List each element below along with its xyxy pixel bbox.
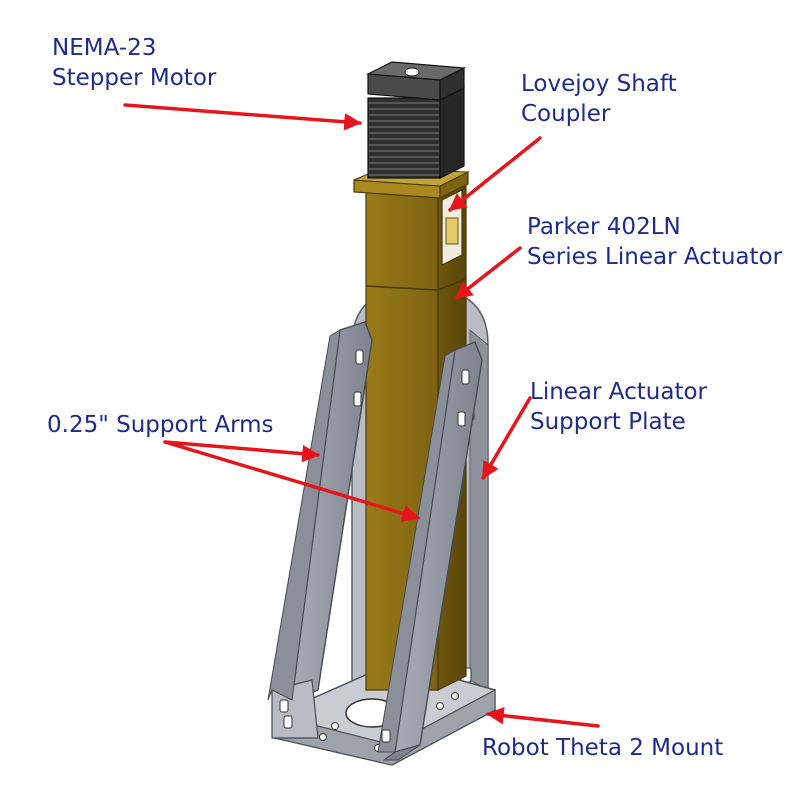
label-motor-line-2: Stepper Motor bbox=[52, 65, 217, 91]
callout-arrows bbox=[123, 103, 600, 728]
arrow-plate bbox=[481, 396, 532, 480]
label-linear-actuator-support-plate: Linear Actuator Support Plate bbox=[530, 377, 707, 437]
label-lovejoy-shaft-coupler: Lovejoy Shaft Coupler bbox=[521, 69, 677, 129]
nema-23-stepper-motor bbox=[365, 61, 467, 179]
label-coupler-line-2: Coupler bbox=[521, 101, 611, 127]
label-actuator-line-1: Parker 402LN bbox=[527, 214, 681, 240]
label-plate-line-1: Linear Actuator bbox=[530, 379, 708, 405]
label-coupler-line-1: Lovejoy Shaft bbox=[521, 71, 677, 97]
label-nema-23-stepper-motor: NEMA-23 Stepper Motor bbox=[52, 33, 216, 93]
arrow-actuator bbox=[454, 246, 522, 300]
label-motor-line-1: NEMA-23 bbox=[52, 35, 157, 61]
arrow-arm-left bbox=[163, 440, 320, 463]
label-actuator-line-2: Series Linear Actuator bbox=[527, 244, 783, 270]
label-plate-line-2: Support Plate bbox=[530, 409, 686, 435]
support-arm-right bbox=[377, 341, 483, 761]
arrow-coupler bbox=[448, 136, 542, 212]
arrow-motor bbox=[123, 103, 362, 131]
arrow-mount bbox=[486, 707, 600, 728]
support-arm-left bbox=[267, 321, 373, 739]
label-support-arms: 0.25" Support Arms bbox=[47, 412, 274, 438]
label-robot-theta-2-mount: Robot Theta 2 Mount bbox=[482, 735, 724, 761]
label-parker-linear-actuator: Parker 402LN Series Linear Actuator bbox=[527, 212, 782, 272]
arrow-arm-right bbox=[163, 440, 420, 522]
